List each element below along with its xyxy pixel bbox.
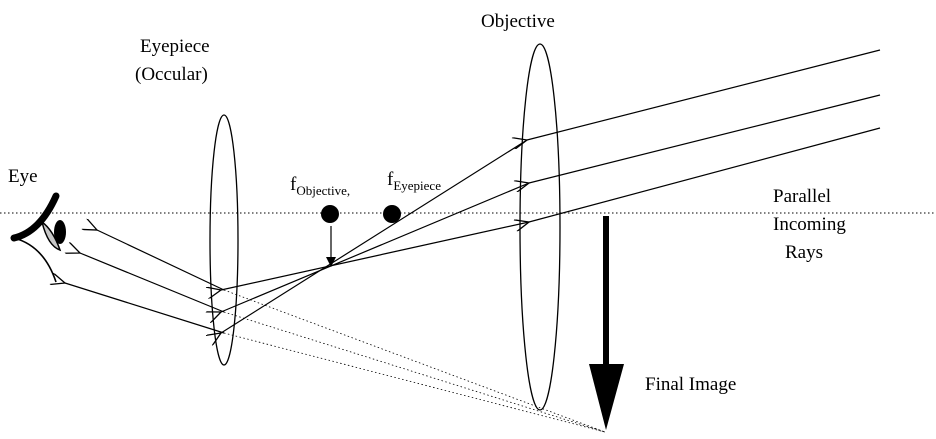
eye-icon <box>10 192 66 283</box>
refracted-ray-2 <box>221 182 530 312</box>
exit-ray-3 <box>65 283 225 334</box>
virtual-ray-2 <box>223 311 606 433</box>
final-image-arrow-shaft <box>603 216 609 366</box>
eyepiece-sublabel: (Occular) <box>135 64 208 85</box>
rays-label-line1: Parallel <box>773 186 831 207</box>
objective-lens <box>519 43 561 411</box>
eyepiece-lens <box>209 114 239 366</box>
f-eyepiece-label: fEyepiece <box>387 169 441 193</box>
refracted-ray-3 <box>221 221 530 290</box>
eyepiece-label: Eyepiece <box>140 36 210 57</box>
rays-label-line3: Rays <box>785 242 823 263</box>
focal-point-objective <box>321 205 339 223</box>
exit-ray-1 <box>97 230 225 291</box>
final-image-label: Final Image <box>645 374 736 395</box>
virtual-ray-1 <box>223 289 606 433</box>
exit-ray-2 <box>80 253 225 313</box>
virtual-ray-3 <box>223 332 606 433</box>
refracted-ray-1 <box>221 139 528 333</box>
f-objective-label: fObjective, <box>290 174 350 198</box>
objective-label: Objective <box>481 11 555 32</box>
incoming-ray-1 <box>527 49 881 140</box>
incoming-ray-2 <box>529 94 881 183</box>
eye-label: Eye <box>8 166 38 187</box>
incoming-ray-3 <box>529 127 881 222</box>
rays-label-line2: Incoming <box>773 214 846 235</box>
focal-point-eyepiece <box>383 205 401 223</box>
final-image-arrow-head <box>589 364 624 430</box>
